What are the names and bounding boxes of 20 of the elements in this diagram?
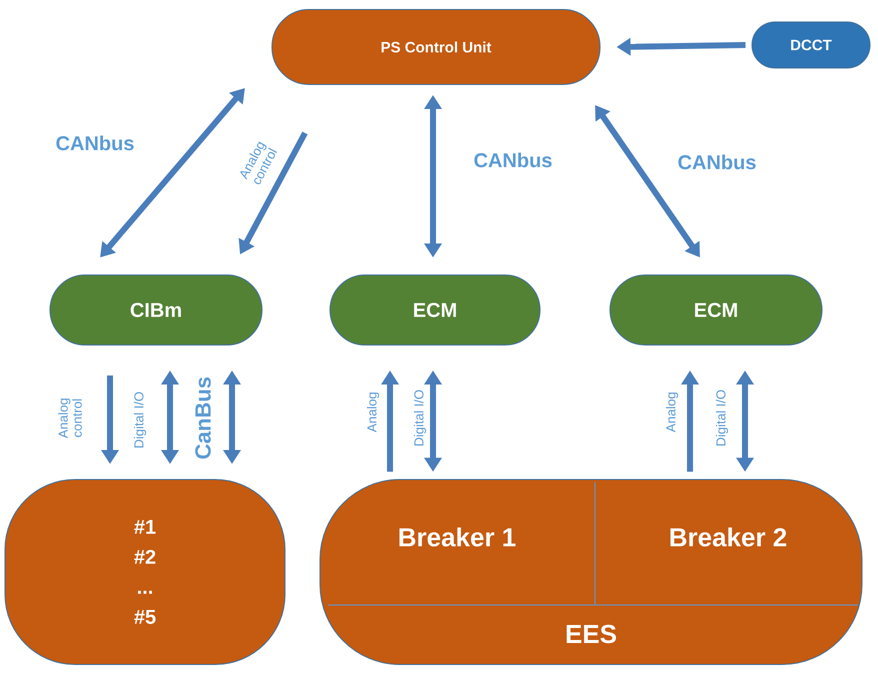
cell-label: Breaker 1 [399, 527, 516, 547]
edge-label: CANbus [472, 152, 554, 168]
cell-label: Breaker 2 [670, 527, 786, 547]
edge-label: Digital I/O [132, 390, 148, 450]
edge-label: Analog [366, 390, 380, 434]
rounded-box: ECM [330, 274, 540, 346]
rounded-box: ECM [610, 274, 822, 346]
edge-label: CanBus [194, 375, 212, 461]
rounded-box: CIBm [50, 274, 262, 346]
rounded-box: #1 #2 ... #5 [4, 479, 286, 665]
rounded-box: DCCT [752, 22, 870, 68]
edge-label: CANbus [54, 134, 136, 152]
edge-label: Digital I/O [412, 388, 428, 448]
edge-label: CANbus [676, 154, 758, 170]
cell-label: EES [566, 624, 616, 644]
rounded-box: PS Control Unit [272, 9, 600, 85]
edge-label: Digital I/O [714, 388, 730, 448]
breaker-panel [320, 479, 862, 665]
edge-label: Analog control [57, 387, 83, 449]
edge-label: Analog [664, 390, 680, 434]
